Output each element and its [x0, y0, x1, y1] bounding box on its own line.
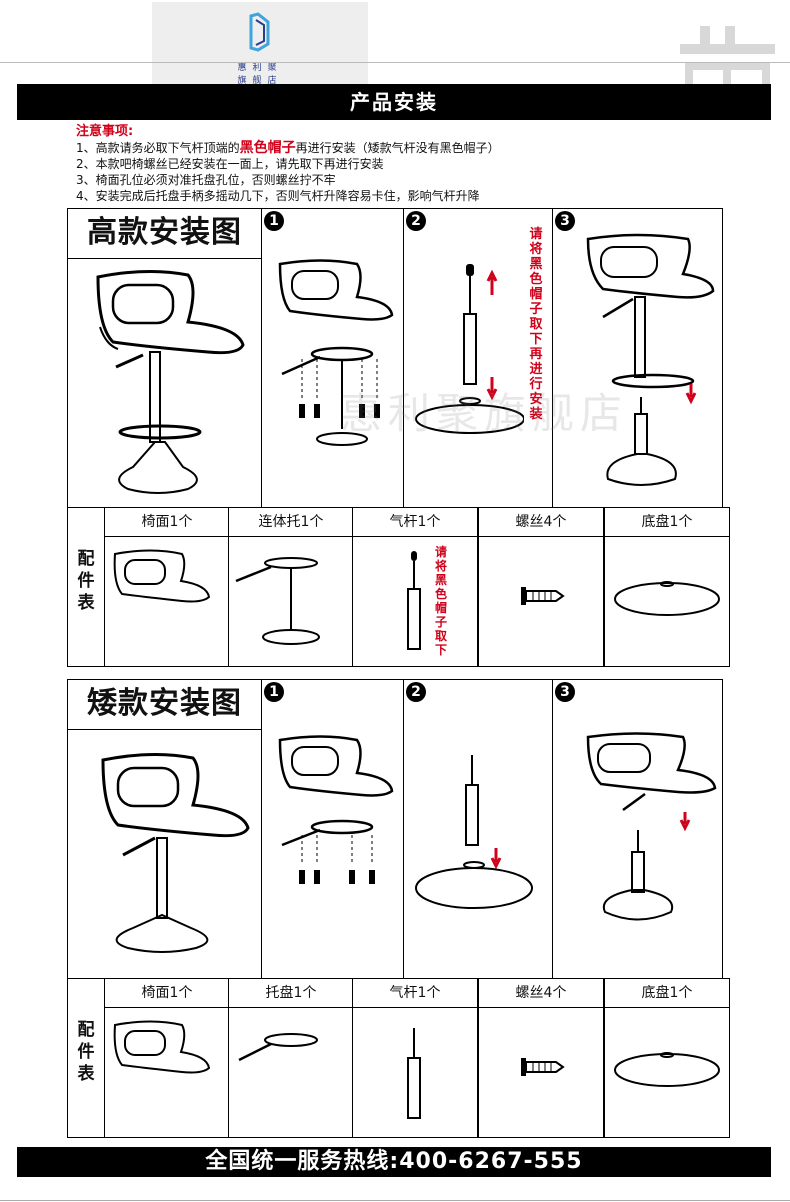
tall-parts-cell — [104, 536, 230, 667]
step2-red-note: 请将黑色帽子取下再进行安装 — [529, 227, 543, 422]
part-label: 螺丝4个 — [515, 514, 567, 530]
short-step-3: 3 — [552, 679, 723, 979]
seat-tray-screws-icon — [278, 259, 394, 446]
short-parts-cell — [352, 1007, 478, 1138]
base-part-icon — [614, 1052, 720, 1087]
seat-part-icon — [113, 1020, 211, 1074]
short-parts-cell — [604, 1007, 730, 1138]
tray-part-icon — [235, 557, 320, 645]
short-parts-header: 螺丝4个 — [478, 978, 604, 1008]
short-parts-header: 气杆1个 — [352, 978, 478, 1008]
screw-part-icon — [521, 587, 565, 605]
short-parts-header: 椅面1个 — [104, 978, 230, 1008]
short-parts-header: 底盘1个 — [604, 978, 730, 1008]
short-assembly-icon — [586, 732, 717, 921]
gas-lift-part-icon — [407, 1028, 421, 1119]
seat-tray-screws-icon — [278, 735, 394, 884]
short-parts-cell — [228, 1007, 354, 1138]
screw-part-icon — [521, 1058, 565, 1076]
step-number: 1 — [264, 682, 284, 702]
tall-main-illustration — [67, 258, 262, 508]
logo-line1: 惠利聚 — [237, 63, 283, 73]
tall-parts-header: 底盘1个 — [604, 507, 730, 537]
short-main-illustration — [67, 729, 262, 979]
tall-parts-side: 配件表 — [67, 507, 105, 667]
part-label: 连体托1个 — [258, 514, 324, 530]
note-item-4: 4、安装完成后托盘手柄多摇动几下，否则气杆升降容易卡住，影响气杆升降 — [76, 189, 480, 203]
gas-lift-part-icon — [407, 551, 421, 650]
tall-parts-header: 气杆1个 — [352, 507, 478, 537]
tall-parts-cell — [604, 536, 730, 667]
part-label: 底盘1个 — [641, 985, 693, 1001]
tall-parts-cell — [228, 536, 354, 667]
tall-parts-cell — [478, 536, 604, 667]
notes-heading: 注意事项: — [76, 124, 134, 139]
gas-lift-base-icon — [415, 264, 524, 434]
note-item-3: 3、椅面孔位必须对准托盘孔位，否则螺丝拧不牢 — [76, 173, 336, 187]
part-label: 椅面1个 — [141, 514, 193, 530]
part-label: 气杆1个 — [389, 985, 441, 1001]
part-label: 气杆1个 — [389, 514, 441, 530]
seat-part-icon — [113, 549, 211, 603]
gas-lift-red-note: 请将黑色帽子取下 — [434, 545, 447, 657]
tall-parts-header: 螺丝4个 — [478, 507, 604, 537]
gas-lift-base-icon — [415, 755, 533, 909]
step-number: 2 — [406, 211, 426, 231]
step-number: 3 — [555, 682, 575, 702]
tall-parts-cell: 请将黑色帽子取下 — [352, 536, 478, 667]
logo-line2: 旗舰店 — [237, 76, 283, 86]
short-parts-cell — [104, 1007, 230, 1138]
part-label: 底盘1个 — [641, 514, 693, 530]
tall-step-1: 1 — [261, 208, 404, 508]
section-title-bar: 产品安装 — [17, 84, 771, 120]
short-parts-side: 配件表 — [67, 978, 105, 1138]
header-rule — [0, 62, 790, 63]
notes-block: 注意事项: 1、高款请务必取下气杆顶端的黑色帽子再进行安装（矮款气杆没有黑色帽子… — [76, 124, 736, 204]
logo-mark-icon — [249, 12, 270, 52]
bottom-rule — [0, 1200, 790, 1201]
tall-assembly-icon — [586, 233, 715, 486]
part-label: 托盘1个 — [265, 985, 317, 1001]
hotline-footer: 全国统一服务热线:400-6267-555 — [17, 1147, 771, 1177]
short-parts-cell — [478, 1007, 604, 1138]
tall-step-2: 2 请将黑色帽子取下再进行安装 — [403, 208, 553, 508]
step-number: 1 — [264, 211, 284, 231]
base-part-icon — [614, 581, 720, 616]
short-chair-icon — [101, 752, 250, 953]
watermark-text: 惠利聚旗舰店 — [340, 389, 629, 438]
tray-part-icon — [238, 1033, 318, 1062]
part-label: 螺丝4个 — [515, 985, 567, 1001]
short-section-title: 矮款安装图 — [67, 679, 262, 730]
tall-step-3: 3 — [552, 208, 723, 508]
brand-logo: 惠利聚 旗舰店 — [152, 2, 368, 88]
step-number: 2 — [406, 682, 426, 702]
note-highlight: 黑色帽子 — [239, 140, 296, 156]
tall-parts-header: 椅面1个 — [104, 507, 230, 537]
short-parts-header: 托盘1个 — [228, 978, 354, 1008]
short-step-1: 1 — [261, 679, 404, 979]
tall-chair-icon — [96, 269, 245, 494]
step-number: 3 — [555, 211, 575, 231]
part-label: 椅面1个 — [141, 985, 193, 1001]
short-step-2: 2 — [403, 679, 553, 979]
note-item-2: 2、本款吧椅螺丝已经安装在一面上，请先取下再进行安装 — [76, 157, 384, 171]
tall-section-title: 高款安装图 — [67, 208, 262, 259]
note-item-1: 1、高款请务必取下气杆顶端的黑色帽子再进行安装（矮款气杆没有黑色帽子） — [76, 140, 500, 156]
tall-parts-header: 连体托1个 — [228, 507, 354, 537]
